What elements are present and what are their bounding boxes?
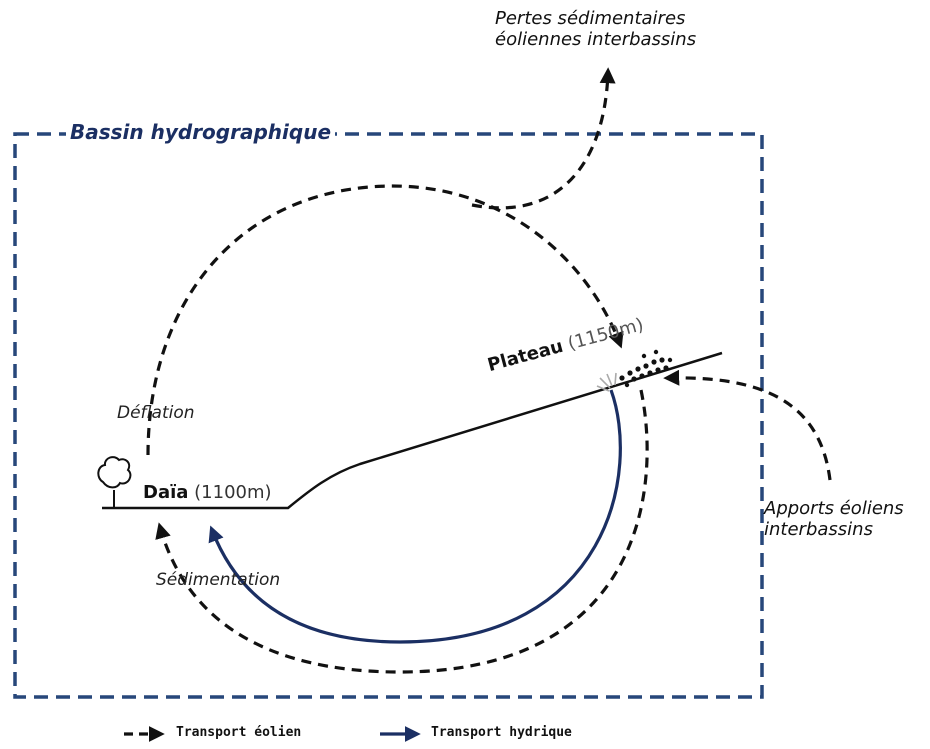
inputs-arrow bbox=[663, 369, 832, 481]
losses-label-line-1: Pertes sédimentaires bbox=[495, 8, 686, 29]
terrain-profile bbox=[102, 351, 723, 510]
sediment-dots-icon bbox=[619, 349, 673, 388]
sedimentation-label: Sédimentation bbox=[156, 570, 281, 590]
losses-label-line-2: éoliennes interbassins bbox=[495, 28, 697, 50]
legend-hydric-label: Transport hydrique bbox=[431, 725, 572, 740]
daia-label: Daïa (1100m) bbox=[143, 482, 272, 504]
inputs-label: Apports éoliens interbassins bbox=[764, 498, 904, 540]
basin-border bbox=[13, 132, 764, 699]
tree-icon bbox=[97, 456, 132, 508]
losses-arrow bbox=[471, 67, 616, 210]
losses-label: Pertes sédimentaires éoliennes interbass… bbox=[495, 8, 697, 50]
legend-eolian-label: Transport éolien bbox=[176, 725, 302, 740]
inputs-label-line-2: interbassins bbox=[764, 518, 873, 540]
daia-altitude: (1100m) bbox=[194, 482, 272, 503]
sedimentation-arrow bbox=[155, 389, 649, 674]
inputs-label-line-1: Apports éoliens bbox=[764, 498, 904, 519]
hydric-arrow bbox=[208, 389, 622, 644]
erosion-rays bbox=[596, 372, 617, 392]
deflation-label: Déflation bbox=[117, 403, 195, 423]
deflation-arrow bbox=[146, 184, 624, 456]
daia-name: Daïa bbox=[143, 482, 189, 503]
basin-title: Bassin hydrographique bbox=[66, 121, 336, 144]
